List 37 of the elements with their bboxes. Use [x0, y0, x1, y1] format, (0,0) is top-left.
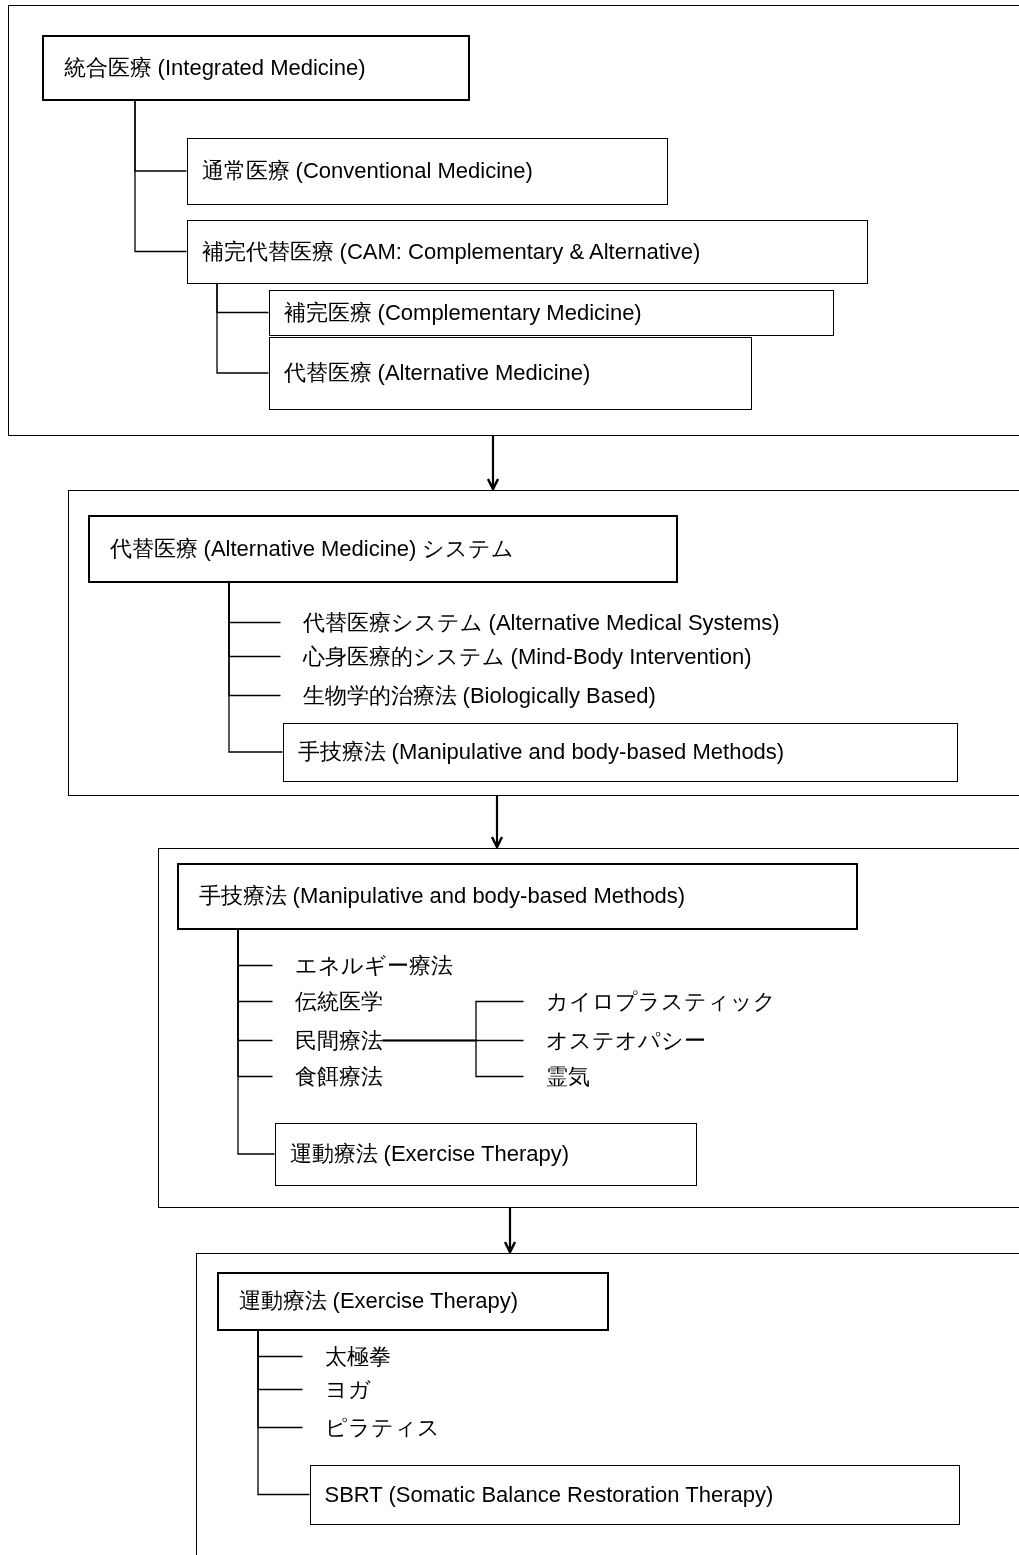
item-label: オステオパシー [523, 1024, 706, 1057]
heading-box: 統合医療 (Integrated Medicine) [41, 34, 470, 101]
category-box: 補完医療 (Complementary Medicine) [268, 289, 834, 336]
heading-box: 運動療法 (Exercise Therapy) [216, 1271, 609, 1331]
item-label: エネルギー療法 [272, 949, 453, 982]
tree-connector [216, 282, 270, 374]
tree-connector [134, 99, 188, 253]
item-label: 太極拳 [302, 1340, 391, 1373]
item-label: ピラティス [302, 1411, 440, 1444]
arrow [486, 436, 500, 491]
category-box: 通常医療 (Conventional Medicine) [186, 137, 668, 205]
category-box: 運動療法 (Exercise Therapy) [274, 1122, 697, 1186]
item-label: ヨガ [302, 1373, 371, 1406]
tree-connector [237, 928, 276, 1155]
item-label: 民間療法 [272, 1024, 383, 1057]
panel-frame [68, 490, 1019, 796]
arrow [503, 1208, 517, 1254]
item-label: 伝統医学 [272, 985, 383, 1018]
tree-connector [228, 581, 284, 753]
item-label: 心身医療的システム (Mind-Body Intervention) [280, 640, 752, 673]
category-box: 代替医療 (Alternative Medicine) [268, 336, 752, 410]
panel-frame [158, 848, 1019, 1208]
heading-box: 手技療法 (Manipulative and body-based Methods) [176, 862, 858, 930]
arrow [490, 796, 504, 849]
category-box: 手技療法 (Manipulative and body-based Methods) [282, 722, 958, 782]
item-label: カイロプラスティック [523, 985, 776, 1018]
tree-connector [381, 1039, 525, 1078]
category-box: SBRT (Somatic Balance Restoration Therapy) [309, 1464, 960, 1525]
category-box: 補完代替医療 (CAM: Complementary & Alternative) [186, 219, 868, 284]
heading-box: 代替医療 (Alternative Medicine) システム [87, 514, 678, 583]
tree-connector [257, 1329, 311, 1496]
item-label: 霊気 [523, 1060, 590, 1093]
panel-frame [8, 5, 1019, 436]
item-label: 生物学的治療法 (Biologically Based) [280, 679, 656, 712]
item-label: 代替医療システム (Alternative Medical Systems) [280, 606, 780, 639]
panel-frame [196, 1253, 1019, 1555]
item-label: 食餌療法 [272, 1060, 383, 1093]
